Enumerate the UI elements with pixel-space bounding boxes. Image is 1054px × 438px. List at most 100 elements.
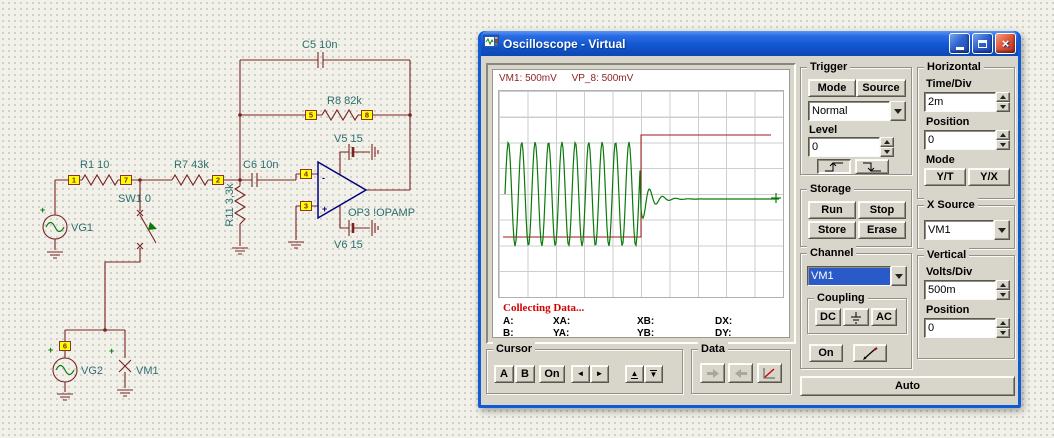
stop-button[interactable]: Stop bbox=[858, 201, 906, 219]
generator-VG1[interactable]: + VG1 bbox=[40, 205, 93, 240]
trigger-group-label: Trigger bbox=[807, 60, 851, 74]
vertical-position-spin-down[interactable] bbox=[996, 328, 1010, 338]
svg-text:5: 5 bbox=[309, 111, 313, 120]
minimize-button[interactable] bbox=[949, 33, 970, 54]
trigger-level-spinner[interactable]: 0 bbox=[808, 137, 894, 157]
collecting-status: Collecting Data... bbox=[503, 302, 585, 314]
svg-text:V5 15: V5 15 bbox=[334, 133, 363, 145]
auto-button[interactable]: Auto bbox=[800, 376, 1015, 396]
time-div-spinner[interactable]: 2m bbox=[924, 92, 1010, 112]
trigger-level-value[interactable]: 0 bbox=[808, 137, 880, 157]
svg-text:C6 10n: C6 10n bbox=[243, 159, 278, 171]
mode-yt-button[interactable]: Y/T bbox=[924, 168, 966, 186]
battery-V6[interactable]: V6 15 bbox=[334, 220, 363, 251]
capacitor-C6[interactable]: C6 10n bbox=[243, 159, 278, 187]
opamp-OP3[interactable]: - + OP3 !OPAMP bbox=[317, 160, 415, 220]
svg-text:VG1: VG1 bbox=[71, 222, 93, 234]
trigger-falling-edge-button[interactable] bbox=[855, 159, 889, 174]
volts-div-spin-up[interactable] bbox=[996, 280, 1010, 290]
battery-V5[interactable]: V5 15 bbox=[334, 133, 363, 160]
cursor-a-button[interactable]: A bbox=[494, 365, 514, 383]
trace-labels: VM1: 500mV VP_8: 500mV bbox=[493, 70, 789, 88]
voltmeter-VM1[interactable]: + VM1 bbox=[109, 346, 159, 377]
coupling-ac-button[interactable]: AC bbox=[871, 308, 897, 326]
cursor-group: Cursor A B On ◄ ► ▲ ▼ bbox=[486, 342, 683, 394]
readout-b: B: bbox=[503, 328, 514, 338]
data-diagram-button[interactable] bbox=[757, 363, 782, 383]
volts-div-value[interactable]: 500m bbox=[924, 280, 996, 300]
resistor-R8[interactable]: R8 82k bbox=[321, 95, 362, 122]
readout-dy: DY: bbox=[715, 328, 732, 338]
volts-div-spinner[interactable]: 500m bbox=[924, 280, 1010, 300]
circuit-schematic[interactable]: C5 10n R8 82k R1 10 R7 43k C6 10n R11 3,… bbox=[0, 0, 470, 438]
resistor-R7[interactable]: R7 43k bbox=[171, 159, 209, 187]
gray-arrow-left-icon bbox=[734, 368, 747, 378]
data-import-button[interactable] bbox=[700, 363, 725, 383]
coupling-ground-button[interactable] bbox=[843, 308, 869, 326]
dropdown-arrow-icon[interactable] bbox=[891, 266, 907, 286]
close-button[interactable]: × bbox=[995, 33, 1016, 54]
titlebar[interactable]: Oscilloscope - Virtual × bbox=[481, 31, 1018, 56]
cursor-to-bottom-button[interactable]: ▼ bbox=[644, 365, 663, 383]
trigger-source-button[interactable]: Source bbox=[856, 79, 906, 97]
readout-dx: DX: bbox=[715, 316, 733, 327]
run-button[interactable]: Run bbox=[808, 201, 856, 219]
trigger-rising-edge-button[interactable] bbox=[817, 159, 851, 174]
cursor-on-button[interactable]: On bbox=[539, 365, 565, 383]
trigger-level-spin-down[interactable] bbox=[880, 147, 894, 157]
erase-button[interactable]: Erase bbox=[858, 221, 906, 239]
data-export-button[interactable] bbox=[728, 363, 753, 383]
channel-select[interactable]: VM1 bbox=[807, 266, 907, 286]
cursor-b-button[interactable]: B bbox=[515, 365, 535, 383]
vertical-position-spin-up[interactable] bbox=[996, 318, 1010, 328]
store-button[interactable]: Store bbox=[808, 221, 856, 239]
svg-text:+: + bbox=[109, 346, 114, 356]
readout-a: A: bbox=[503, 316, 514, 327]
cursor-left-button[interactable]: ◄ bbox=[571, 365, 590, 383]
dropdown-arrow-icon[interactable] bbox=[890, 101, 906, 121]
channel-on-button[interactable]: On bbox=[809, 344, 843, 362]
horizontal-group-label: Horizontal bbox=[924, 60, 984, 74]
volts-div-spin-down[interactable] bbox=[996, 290, 1010, 300]
svg-text:8: 8 bbox=[365, 111, 369, 120]
horizontal-position-value[interactable]: 0 bbox=[924, 130, 996, 150]
svg-text:4: 4 bbox=[304, 170, 309, 179]
resistor-R1[interactable]: R1 10 bbox=[80, 159, 119, 187]
switch-SW1[interactable]: SW1 0 bbox=[118, 193, 157, 250]
channel-position-marker[interactable] bbox=[771, 193, 781, 203]
trigger-mode-button[interactable]: Mode bbox=[808, 79, 856, 97]
storage-group: Storage Run Stop Store Erase bbox=[800, 182, 912, 247]
maximize-button[interactable] bbox=[972, 33, 993, 54]
svg-text:C5 10n: C5 10n bbox=[302, 39, 337, 51]
trigger-mode-select[interactable]: Normal bbox=[808, 101, 906, 121]
time-div-spin-down[interactable] bbox=[996, 102, 1010, 112]
svg-text:VM1: VM1 bbox=[136, 365, 159, 377]
x-source-select[interactable]: VM1 bbox=[924, 220, 1010, 240]
coupling-dc-button[interactable]: DC bbox=[815, 308, 841, 326]
probe-icon bbox=[863, 346, 878, 360]
svg-text:R1 10: R1 10 bbox=[80, 159, 109, 171]
mode-yx-button[interactable]: Y/X bbox=[968, 168, 1010, 186]
capacitor-C5[interactable]: C5 10n bbox=[302, 39, 337, 68]
horizontal-position-spin-up[interactable] bbox=[996, 130, 1010, 140]
time-div-spin-up[interactable] bbox=[996, 92, 1010, 102]
vertical-position-spinner[interactable]: 0 bbox=[924, 318, 1010, 338]
svg-text:+: + bbox=[48, 345, 53, 355]
right-arrow-icon: ► bbox=[595, 369, 604, 378]
cursor-right-button[interactable]: ► bbox=[590, 365, 609, 383]
trigger-level-spin-up[interactable] bbox=[880, 137, 894, 147]
cursor-to-top-button[interactable]: ▲ bbox=[625, 365, 644, 383]
vertical-group: Vertical Volts/Div 500m Position 0 bbox=[917, 248, 1015, 359]
vertical-position-value[interactable]: 0 bbox=[924, 318, 996, 338]
horizontal-position-spinner[interactable]: 0 bbox=[924, 130, 1010, 150]
channel-group-label: Channel bbox=[807, 246, 857, 260]
time-div-value[interactable]: 2m bbox=[924, 92, 996, 112]
probe-button[interactable] bbox=[853, 344, 887, 362]
generator-VG2[interactable]: + VG2 bbox=[48, 345, 103, 383]
dropdown-arrow-icon[interactable] bbox=[994, 220, 1010, 240]
trace-label-ch1: VM1: 500mV bbox=[499, 73, 557, 84]
horizontal-position-spin-down[interactable] bbox=[996, 140, 1010, 150]
coupling-group: Coupling DC AC bbox=[807, 291, 907, 334]
resistor-R11[interactable]: R11 3,3k bbox=[224, 183, 247, 227]
